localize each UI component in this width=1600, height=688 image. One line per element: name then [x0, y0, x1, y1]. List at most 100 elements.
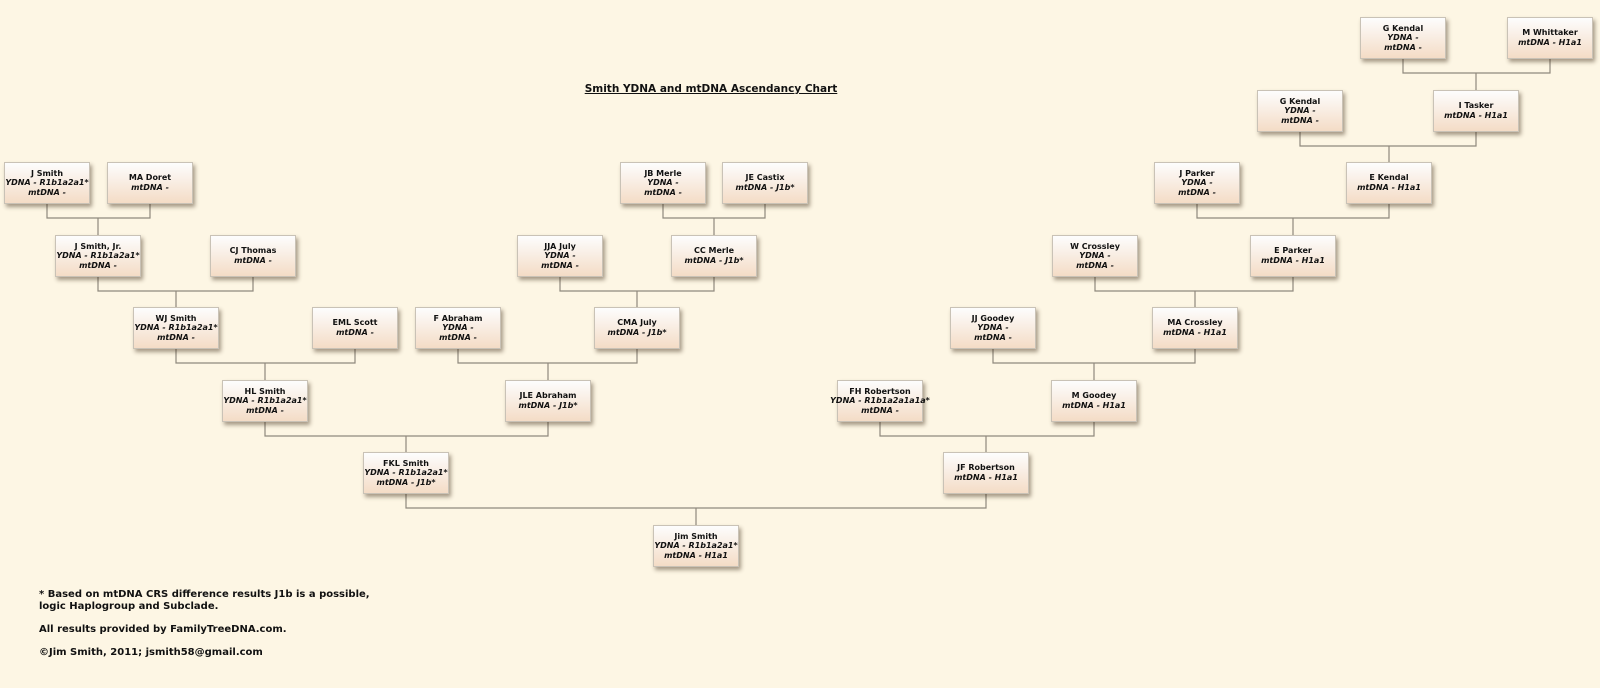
mtdna-result: mtDNA - H1a1: [1261, 256, 1325, 265]
ydna-result: YDNA -: [442, 323, 474, 333]
mtdna-result: mtDNA -: [644, 187, 682, 197]
person-name: J Parker: [1179, 168, 1215, 178]
mtdna-result: mtDNA - J1b*: [518, 401, 578, 410]
mtdna-result: mtDNA -: [1384, 42, 1422, 52]
mtdna-result: mtDNA - J1b*: [607, 328, 667, 337]
person-name: I Tasker: [1458, 101, 1494, 111]
person-name: MA Crossley: [1167, 318, 1223, 328]
mtdna-result: mtDNA -: [336, 328, 374, 337]
couple-connector: [1094, 277, 1294, 292]
couple-connector: [46, 204, 151, 219]
person-name: FKL Smith: [383, 458, 429, 468]
couple-connector: [97, 277, 254, 292]
ydna-result: YDNA - R1b1a2a1a1a*: [830, 396, 930, 406]
person-name: G Kendal: [1382, 23, 1424, 33]
person-name: Jim Smith: [674, 531, 718, 541]
person-name: F Abraham: [433, 313, 483, 323]
mtdna-result: mtDNA -: [79, 260, 117, 270]
couple-connector: [457, 349, 638, 364]
mtdna-result: mtDNA - H1a1: [1357, 183, 1421, 192]
mtdna-result: mtDNA -: [234, 256, 272, 265]
person-name: JB Merle: [644, 168, 682, 178]
source-note: All results provided by FamilyTreeDNA.co…: [39, 623, 287, 635]
person-name: JLE Abraham: [519, 391, 577, 401]
person-name: CC Merle: [693, 246, 735, 256]
ydna-result: YDNA - R1b1a2a1*: [364, 468, 448, 478]
person-name: CJ Thomas: [229, 246, 277, 256]
chart-title: Smith YDNA and mtDNA Ascendancy Chart: [584, 83, 838, 95]
mtdna-result: mtDNA - J1b*: [376, 477, 436, 487]
mtdna-result: mtDNA - H1a1: [1518, 38, 1582, 47]
person-name: CMA July: [617, 318, 657, 328]
ydna-result: YDNA -: [1284, 106, 1316, 116]
person-name: G Kendal: [1279, 96, 1321, 106]
mtdna-result: mtDNA -: [1281, 115, 1319, 125]
ydna-result: YDNA -: [647, 178, 679, 188]
mtdna-result: mtDNA - H1a1: [954, 473, 1018, 482]
couple-connector: [175, 349, 356, 364]
person-name: WJ Smith: [155, 313, 197, 323]
ydna-result: YDNA -: [1387, 33, 1419, 43]
mtdna-result: mtDNA -: [861, 405, 899, 415]
mtdna-result: mtDNA - J1b*: [735, 183, 795, 192]
person-name: J Smith: [30, 168, 64, 178]
notes: * Based on mtDNA CRS difference results …: [39, 589, 379, 670]
couple-connector: [1196, 204, 1390, 219]
person-name: M Whittaker: [1522, 28, 1578, 38]
footnote: * Based on mtDNA CRS difference results …: [39, 589, 370, 612]
mtdna-result: mtDNA -: [246, 405, 284, 415]
ydna-result: YDNA - R1b1a2a1*: [134, 323, 218, 333]
person-name: W Crossley: [1070, 241, 1120, 251]
person-name: EML Scott: [332, 318, 378, 328]
couple-connector: [879, 422, 1095, 437]
couple-connector: [992, 349, 1196, 364]
ydna-result: YDNA -: [977, 323, 1009, 333]
ydna-result: YDNA - R1b1a2a1*: [56, 251, 140, 261]
ydna-result: YDNA - R1b1a2a1*: [5, 178, 89, 188]
mtdna-result: mtDNA -: [541, 260, 579, 270]
mtdna-result: mtDNA -: [1178, 187, 1216, 197]
mtdna-result: mtDNA -: [131, 183, 169, 192]
couple-connector: [559, 277, 715, 292]
person-box-jsj: J Smith, Jr.YDNA - R1b1a2a1*mtDNA -: [55, 235, 141, 277]
person-name: J Smith, Jr.: [74, 241, 122, 251]
person-name: E Kendal: [1369, 173, 1409, 183]
mtdna-result: mtDNA - H1a1: [1163, 328, 1227, 337]
mtdna-result: mtDNA - J1b*: [684, 256, 744, 265]
person-name: FH Robertson: [849, 386, 911, 396]
ydna-result: YDNA -: [544, 251, 576, 261]
person-name: M Goodey: [1071, 391, 1117, 401]
person-name: HL Smith: [244, 386, 286, 396]
person-name: E Parker: [1274, 246, 1312, 256]
person-name: JF Robertson: [957, 463, 1015, 473]
ydna-result: YDNA - R1b1a2a1*: [223, 396, 307, 406]
mtdna-result: mtDNA - H1a1: [1444, 111, 1508, 120]
